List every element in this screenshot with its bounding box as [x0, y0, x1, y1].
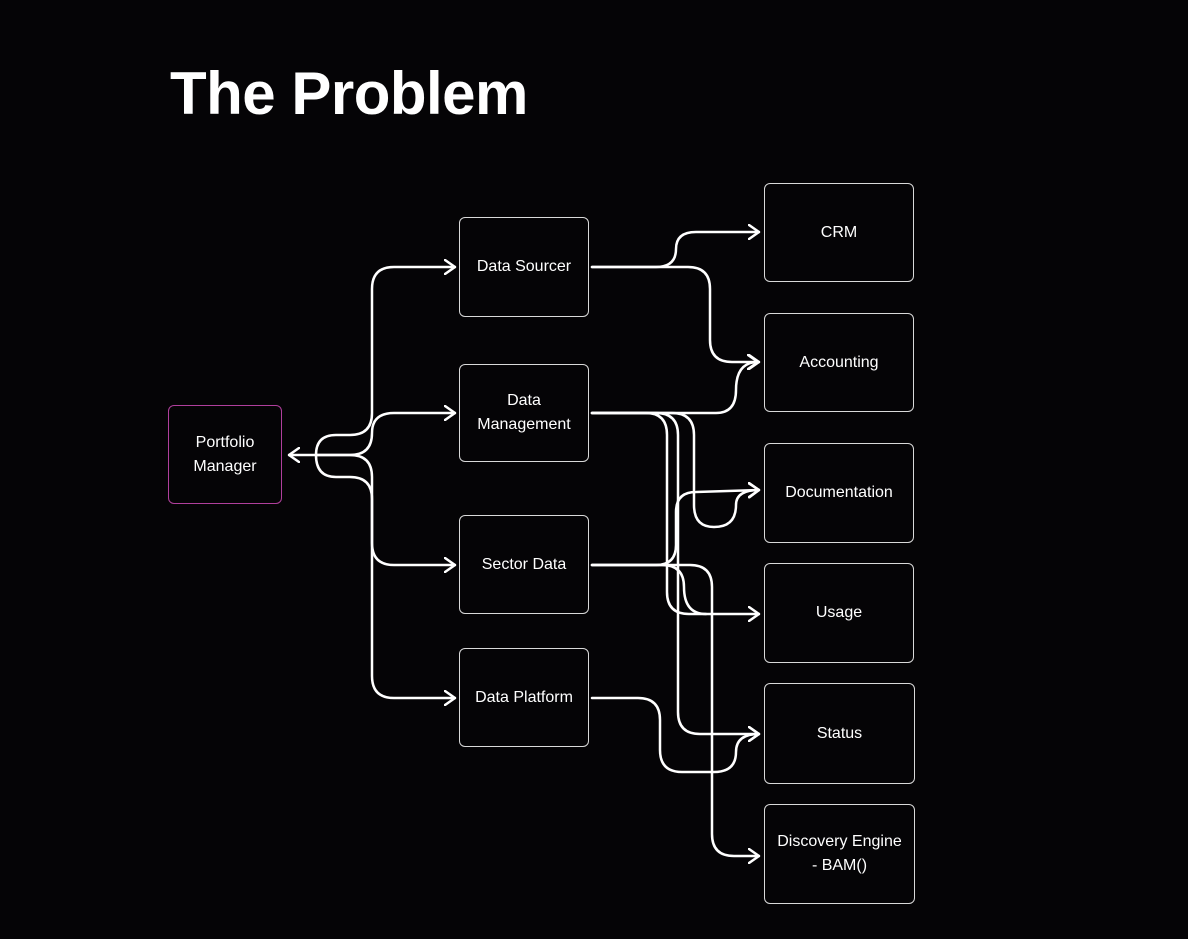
node-accounting: Accounting: [764, 313, 914, 412]
node-data-platform: Data Platform: [459, 648, 589, 747]
node-data-sourcer: Data Sourcer: [459, 217, 589, 317]
page-title: The Problem: [170, 60, 528, 127]
node-documentation: Documentation: [764, 443, 914, 543]
edge-data-sourcer-to-accounting: [590, 265, 761, 362]
edge-sector-data-to-usage: [590, 563, 708, 616]
node-discovery-engine: Discovery Engine - BAM(): [764, 804, 915, 904]
edge-portfolio-to-data-platform: [314, 453, 457, 698]
edge-data-management-to-accounting: [590, 362, 760, 415]
edge-data-management-to-status: [590, 411, 761, 734]
edge-portfolio-to-data-sourcer: [314, 267, 457, 457]
edge-sector-data-to-documentation: [590, 490, 761, 567]
node-usage: Usage: [764, 563, 914, 663]
edge-data-platform-to-status: [590, 696, 761, 774]
edge-sector-data-to-discovery-engine: [590, 563, 761, 856]
node-portfolio-manager: Portfolio Manager: [168, 405, 282, 504]
edge-data-management-to-documentation: [590, 411, 761, 529]
node-status: Status: [764, 683, 915, 784]
node-sector-data: Sector Data: [459, 515, 589, 614]
edge-portfolio-to-sector-data: [314, 453, 457, 565]
node-crm: CRM: [764, 183, 914, 282]
node-data-management: Data Management: [459, 364, 589, 462]
edge-data-sourcer-to-crm: [590, 232, 761, 269]
edge-portfolio-to-data-management: [314, 413, 457, 457]
